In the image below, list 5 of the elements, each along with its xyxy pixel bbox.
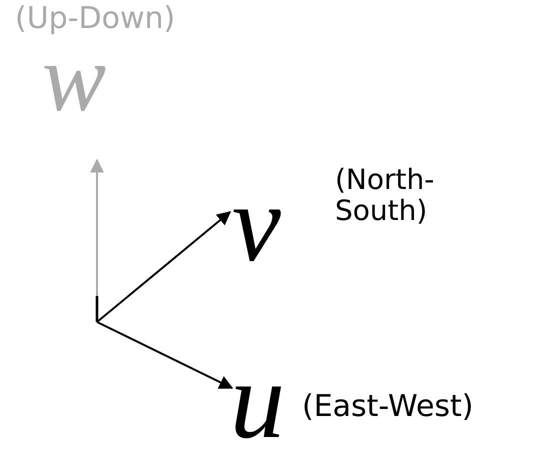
axis-caption: (Up-Down) (15, 2, 176, 35)
axis-caption: (East-West) (302, 390, 474, 423)
axis-symbol: v (232, 168, 281, 278)
axis-caption: (North- South) (335, 165, 436, 227)
axis-symbol: u (230, 345, 285, 455)
